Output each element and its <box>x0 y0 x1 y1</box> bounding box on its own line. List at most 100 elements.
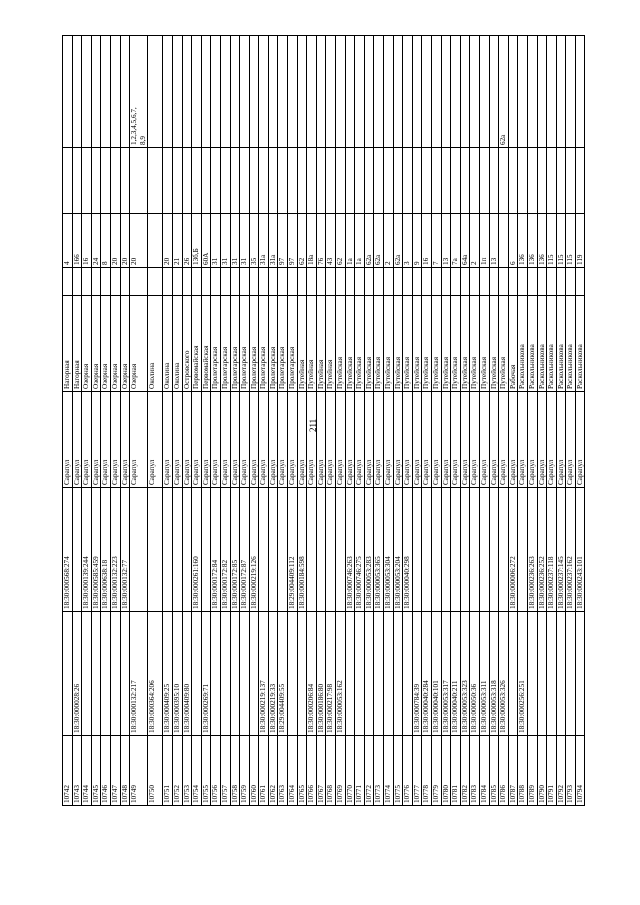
city-cell: Сарапул <box>527 391 537 488</box>
city-cell: Сарапул <box>100 391 111 488</box>
house-number-cell: 62а <box>373 213 384 268</box>
house-number-cell: 115 <box>546 213 557 268</box>
city-cell: Сарапул <box>450 391 461 488</box>
city-cell: Сарапул <box>556 391 566 488</box>
empty-cell <box>450 267 461 296</box>
cadastral-number-cell: 18:30:000638:18 <box>100 487 111 612</box>
note-cell: 1,2,3,4,5,6,7, 8,9 <box>129 35 148 148</box>
row-id-cell: 10782 <box>460 735 470 806</box>
empty-cell <box>81 267 92 296</box>
street-cell: Нагорная <box>72 295 82 392</box>
cadastral-number-cell <box>421 487 432 612</box>
row-id-cell: 10772 <box>364 735 374 806</box>
street-cell: Пролетарская <box>268 295 278 392</box>
note-cell <box>182 35 192 148</box>
note-cell <box>441 35 451 148</box>
empty-cell <box>100 147 111 214</box>
empty-cell <box>335 147 346 214</box>
cadastral-number-cell: 18:30:000139:244 <box>81 487 92 612</box>
street-cell: Раскольникова <box>556 295 566 392</box>
cadastral-number-cell: 18:30:000040:298 <box>402 487 413 612</box>
street-cell: Путейская <box>373 295 384 392</box>
registry-number-cell: 18:30:000395:10 <box>172 611 183 736</box>
note-cell <box>345 35 355 148</box>
registry-number-cell: 18:30:000053:326 <box>498 611 509 736</box>
house-number-cell: 31 <box>239 213 250 268</box>
cadastral-number-cell: 18:30:000053:304 <box>383 487 394 612</box>
empty-cell <box>412 267 422 296</box>
cadastral-number-cell <box>460 487 470 612</box>
city-cell: Сарапул <box>120 391 130 488</box>
row-id-cell: 10788 <box>517 735 528 806</box>
empty-cell <box>182 267 192 296</box>
street-cell: Озерная <box>110 295 121 392</box>
street-cell: Путейская <box>364 295 374 392</box>
note-cell <box>431 35 442 148</box>
house-number-cell: 60А <box>201 213 211 268</box>
city-cell: Сарапул <box>81 391 92 488</box>
empty-cell <box>345 147 355 214</box>
house-number-cell: 18а <box>306 213 317 268</box>
empty-cell <box>120 147 130 214</box>
house-number-cell: 13 <box>489 213 499 268</box>
city-cell: Сарапул <box>565 391 576 488</box>
registry-number-cell: 18:30:000053:162 <box>335 611 346 736</box>
row-id-cell: 10768 <box>325 735 336 806</box>
empty-cell <box>258 147 269 214</box>
street-cell: Путейская <box>412 295 422 392</box>
empty-cell <box>239 147 250 214</box>
registry-number-cell: 18:30:000040:284 <box>421 611 432 736</box>
row-id-cell: 10769 <box>335 735 346 806</box>
row-id-cell: 10785 <box>489 735 499 806</box>
empty-cell <box>277 267 288 296</box>
city-cell: Сарапул <box>62 391 73 488</box>
empty-cell <box>402 147 413 214</box>
registry-number-cell <box>62 611 73 736</box>
note-cell <box>249 35 259 148</box>
house-number-cell: 136 <box>527 213 537 268</box>
empty-cell <box>287 267 298 296</box>
street-cell: Путейская <box>460 295 470 392</box>
row-id-cell: 10755 <box>201 735 211 806</box>
row-id-cell: 10762 <box>268 735 278 806</box>
city-cell: Сарапул <box>220 391 230 488</box>
street-cell: Пролетарская <box>258 295 269 392</box>
empty-cell <box>421 267 432 296</box>
house-number-cell: 20 <box>110 213 121 268</box>
house-number-cell: 13б,Б <box>191 213 202 268</box>
street-cell: Пролетарская <box>277 295 288 392</box>
note-cell <box>120 35 130 148</box>
empty-cell <box>575 267 585 296</box>
cadastral-number-cell <box>277 487 288 612</box>
empty-cell <box>546 267 557 296</box>
street-cell: Путейская <box>402 295 413 392</box>
city-cell: Сарапул <box>268 391 278 488</box>
row-id-cell: 10778 <box>421 735 432 806</box>
registry-number-cell <box>556 611 566 736</box>
note-cell <box>556 35 566 148</box>
cadastral-number-cell: 18:30:000237:118 <box>546 487 557 612</box>
cadastral-number-cell: 18:30:000219:126 <box>249 487 259 612</box>
city-cell: Сарапул <box>383 391 394 488</box>
empty-cell <box>527 147 537 214</box>
cadastral-number-cell: 18:30:000746:263 <box>345 487 355 612</box>
empty-cell <box>72 267 82 296</box>
row-id-cell: 10743 <box>72 735 82 806</box>
empty-cell <box>421 147 432 214</box>
empty-cell <box>306 267 317 296</box>
house-number-cell: 26 <box>182 213 192 268</box>
empty-cell <box>191 147 202 214</box>
registry-number-cell: 18:30:000053:311 <box>479 611 490 736</box>
note-cell <box>508 35 518 148</box>
registry-number-cell: 18:29:004409:55 <box>277 611 288 736</box>
cadastral-number-cell: 18:30:000585:459 <box>91 487 101 612</box>
